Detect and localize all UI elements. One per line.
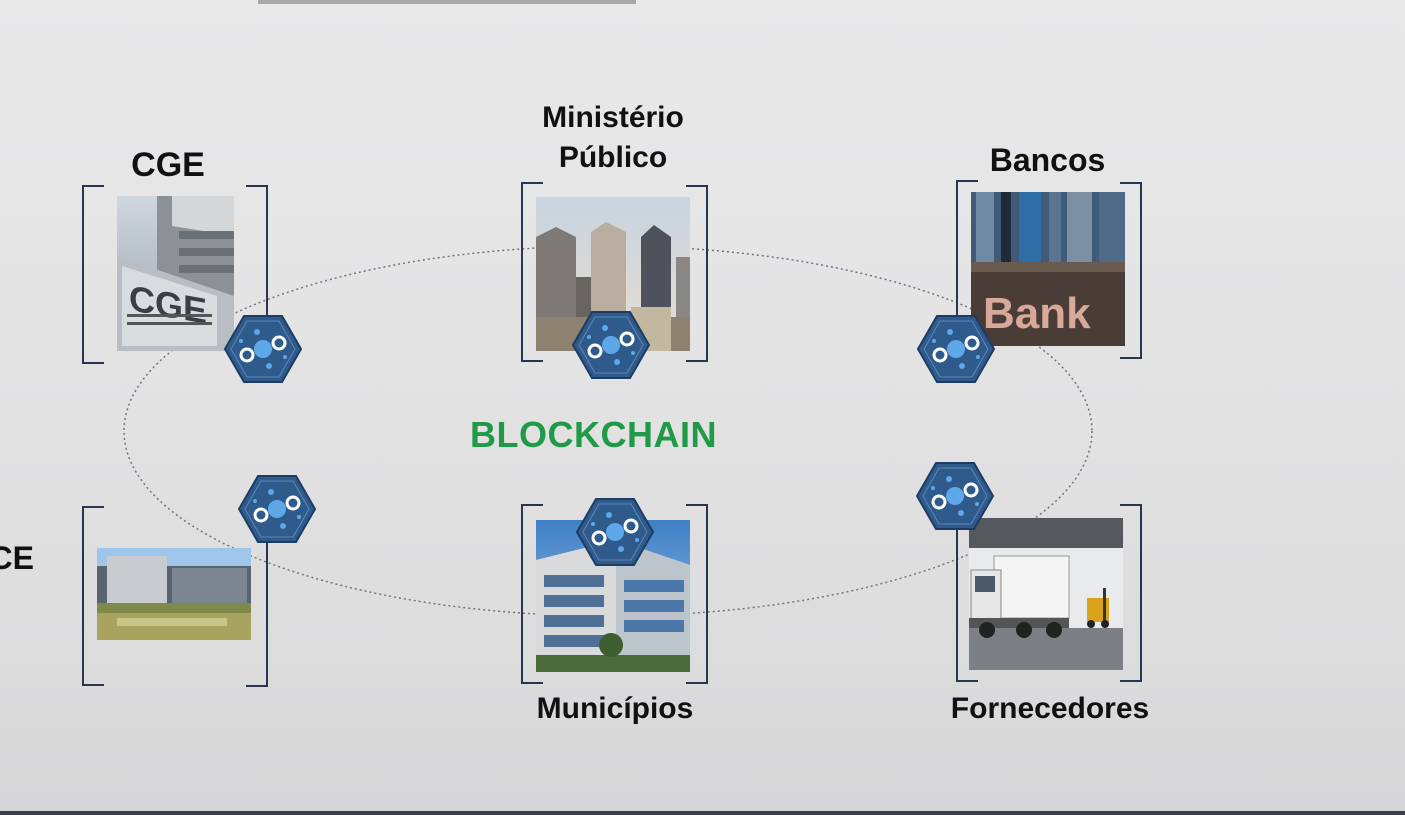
cge-label: CGE bbox=[131, 146, 205, 184]
tce-label: CE bbox=[0, 540, 34, 576]
fornecedores-label: Fornecedores bbox=[950, 692, 1150, 725]
mun-right-bracket bbox=[686, 504, 708, 684]
bottom-bar bbox=[0, 811, 1405, 815]
ministerio-label-line2: Público bbox=[558, 141, 668, 174]
bancos-right-bracket bbox=[1120, 182, 1142, 359]
bancos-label: Bancos bbox=[989, 142, 1106, 178]
mun-left-bracket bbox=[521, 504, 543, 684]
tce-left-bracket bbox=[82, 506, 104, 686]
municipios-node-icon bbox=[575, 497, 655, 567]
bancos-node-icon bbox=[916, 314, 996, 384]
cge-node-icon bbox=[223, 314, 303, 384]
tce-photo bbox=[97, 548, 251, 640]
mp-left-bracket bbox=[521, 182, 543, 362]
municipios-photo bbox=[536, 520, 690, 672]
mp-right-bracket bbox=[686, 185, 708, 362]
forn-right-bracket bbox=[1120, 504, 1142, 682]
ministerio-node-icon bbox=[571, 310, 651, 380]
tce-node-icon bbox=[237, 474, 317, 544]
blockchain-title: BLOCKCHAIN bbox=[470, 414, 717, 455]
top-bar bbox=[258, 0, 636, 4]
bancos-photo: Bank bbox=[971, 192, 1125, 346]
municipios-label: Municípios bbox=[536, 692, 694, 725]
fornecedores-node-icon bbox=[915, 461, 995, 531]
ministerio-label-line1: Ministério bbox=[542, 101, 684, 134]
fornecedores-photo bbox=[969, 518, 1123, 670]
cge-photo: CGE bbox=[117, 196, 234, 351]
cge-left-bracket bbox=[82, 185, 104, 364]
bancos-photo-text: Bank bbox=[983, 289, 1091, 338]
